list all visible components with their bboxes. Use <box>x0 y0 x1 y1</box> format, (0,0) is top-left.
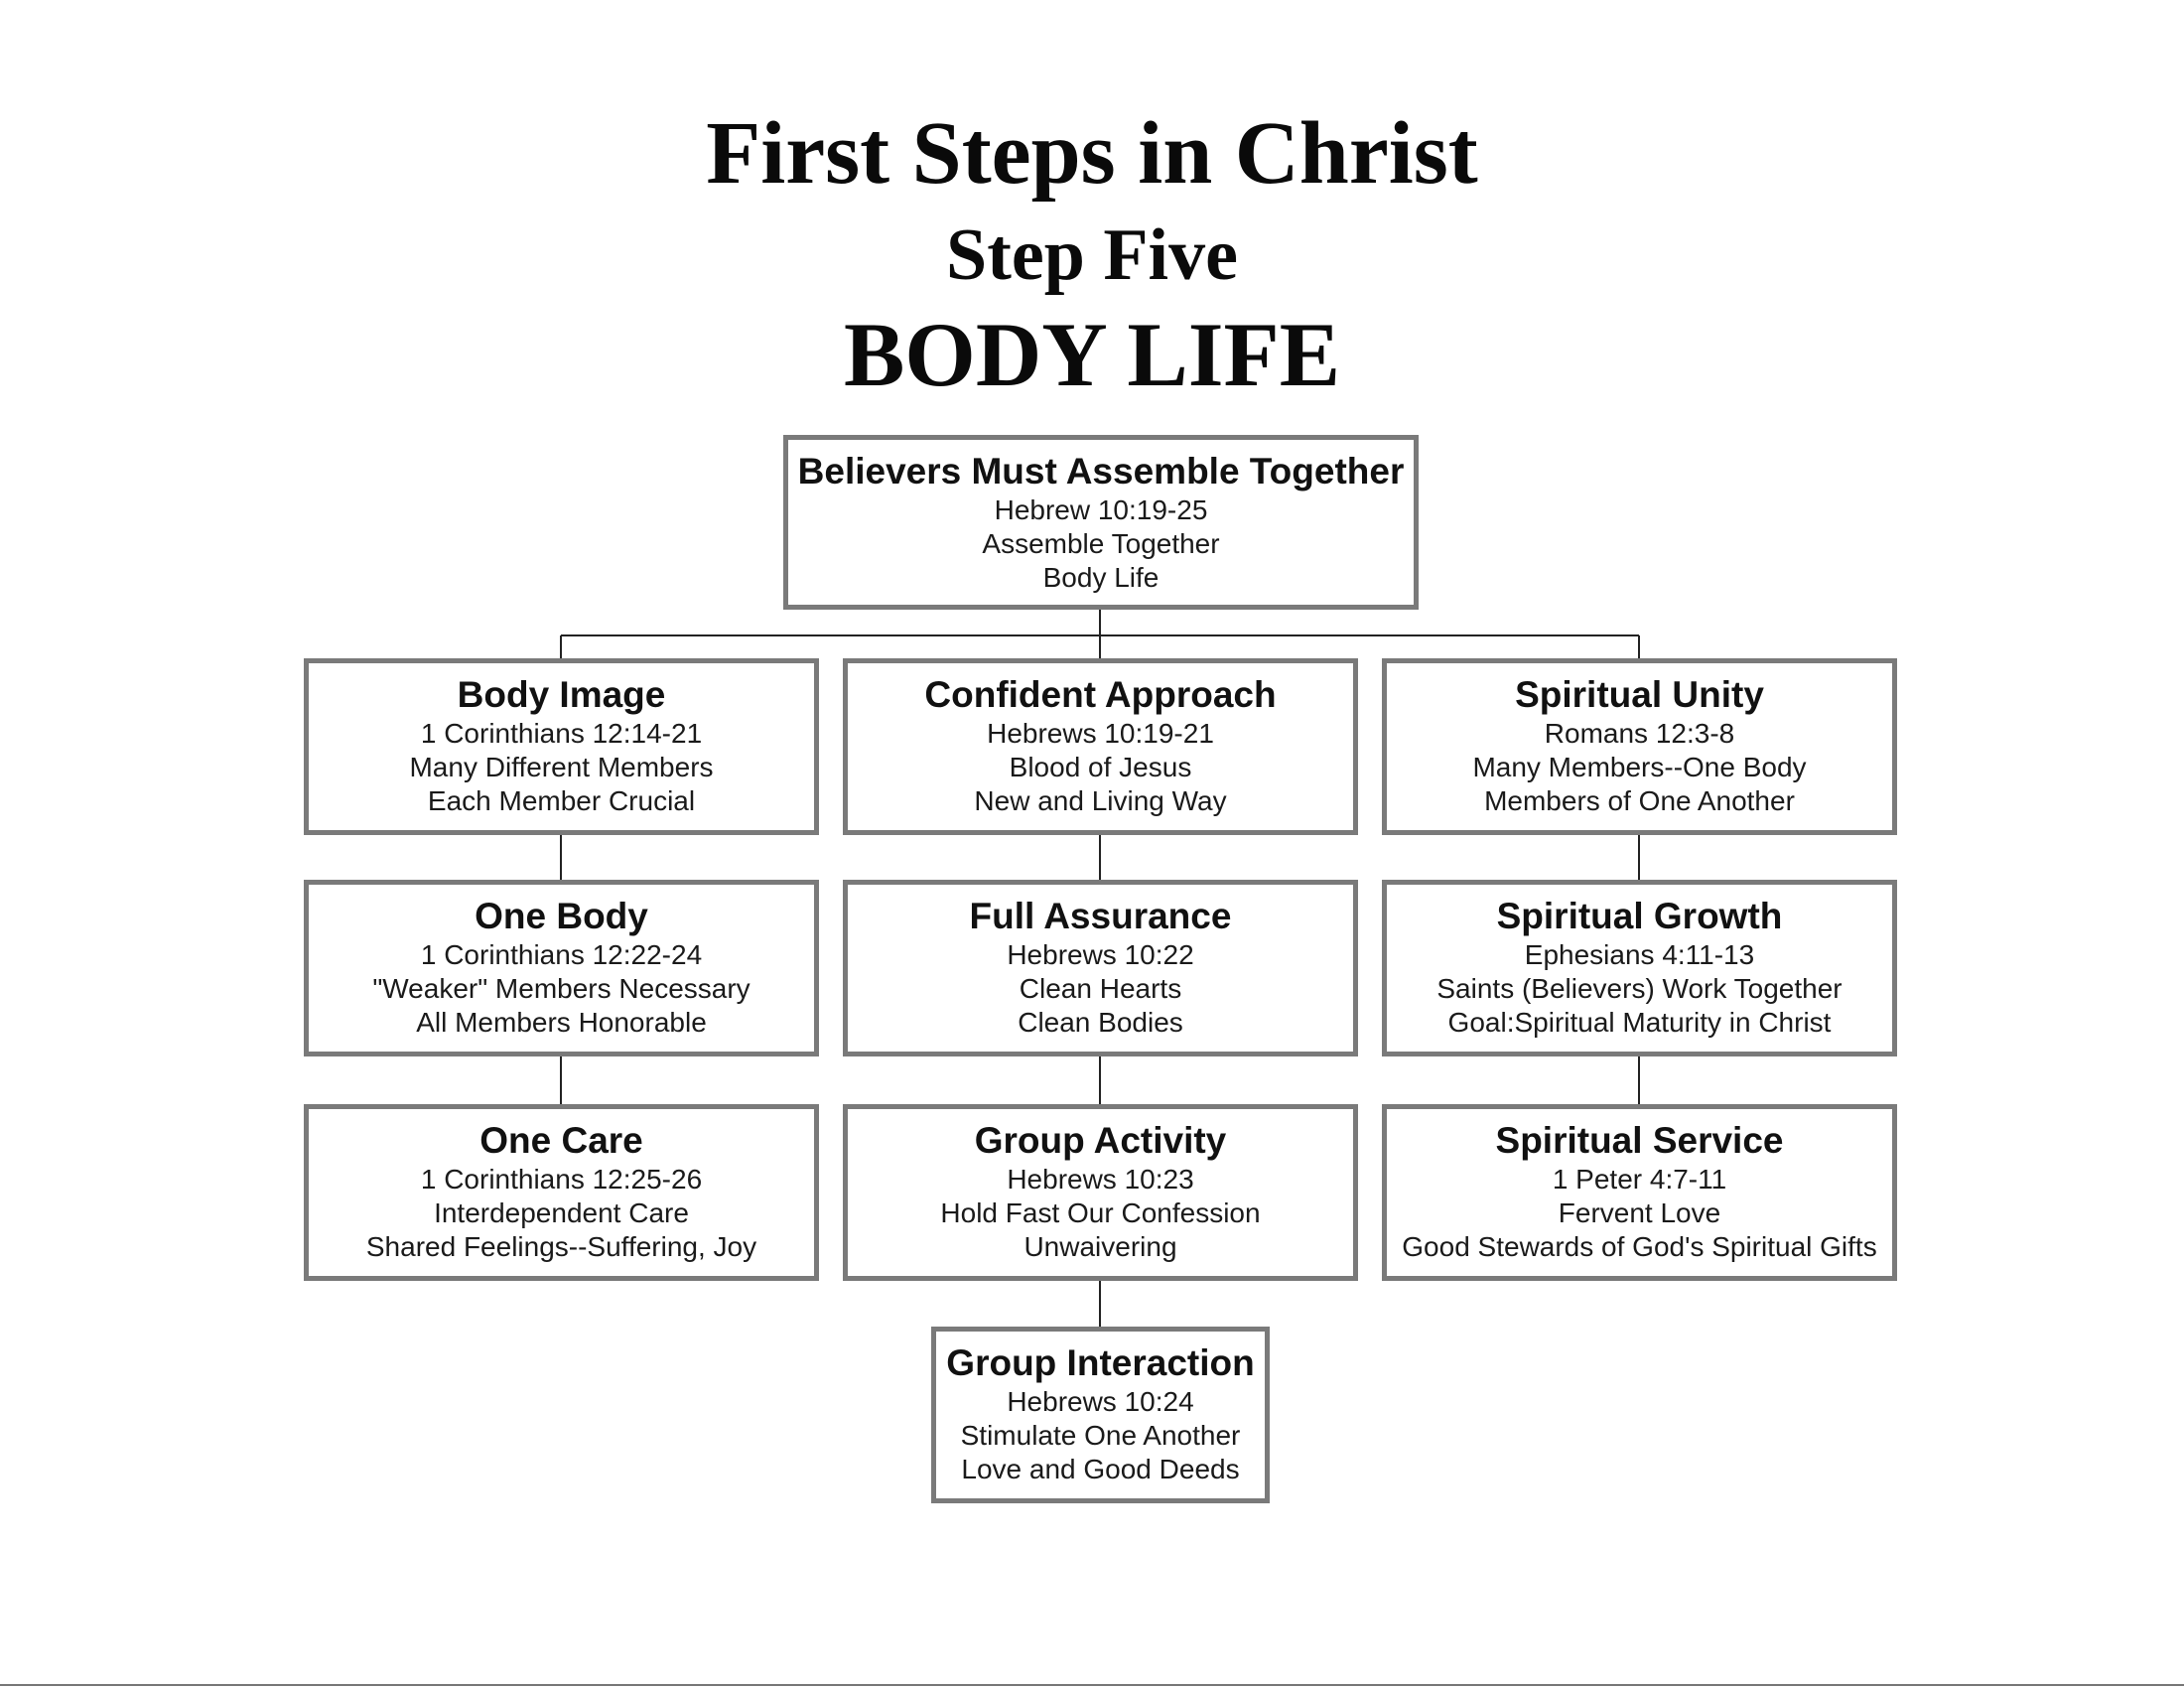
page-bottom-rule <box>0 1684 2184 1686</box>
node-point: Shared Feelings--Suffering, Joy <box>365 1231 757 1262</box>
node-point: Many Different Members <box>409 752 714 782</box>
node-point: Clean Bodies <box>1018 1007 1183 1038</box>
page-title: First Steps in Christ <box>706 104 1478 203</box>
node-point: Goal:Spiritual Maturity in Christ <box>1447 1007 1832 1038</box>
node-title: Confident Approach <box>924 674 1277 715</box>
node-reference: 1 Corinthians 12:25-26 <box>420 1164 703 1195</box>
node-title: Group Interaction <box>946 1342 1255 1383</box>
node-point: New and Living Way <box>974 785 1227 816</box>
node-body-image: Body Image 1 Corinthians 12:14-21 Many D… <box>304 658 819 835</box>
node-reference: 1 Corinthians 12:22-24 <box>420 939 703 970</box>
node-reference: 1 Corinthians 12:14-21 <box>420 718 703 749</box>
node-point: Interdependent Care <box>434 1197 689 1228</box>
node-reference: Hebrews 10:23 <box>1007 1164 1194 1195</box>
node-point: Assemble Together <box>982 528 1220 559</box>
page-subtitle: Step Five <box>946 214 1238 296</box>
node-point: Stimulate One Another <box>960 1420 1241 1451</box>
node-reference: Hebrews 10:24 <box>1007 1386 1194 1417</box>
node-spiritual-growth: Spiritual Growth Ephesians 4:11-13 Saint… <box>1382 880 1897 1056</box>
node-title: One Care <box>479 1120 643 1161</box>
node-title: Group Activity <box>974 1120 1227 1161</box>
page-topic: BODY LIFE <box>843 304 1341 405</box>
node-point: Each Member Crucial <box>427 785 696 816</box>
node-full-assurance: Full Assurance Hebrews 10:22 Clean Heart… <box>843 880 1358 1056</box>
node-reference: Romans 12:3-8 <box>1544 718 1735 749</box>
node-point: Unwaivering <box>1024 1231 1177 1262</box>
node-reference: Ephesians 4:11-13 <box>1524 939 1755 970</box>
node-group-interaction: Group Interaction Hebrews 10:24 Stimulat… <box>931 1327 1270 1503</box>
node-point: Good Stewards of God's Spiritual Gifts <box>1402 1231 1877 1262</box>
node-point: Body Life <box>1042 562 1160 593</box>
node-point: Many Members--One Body <box>1472 752 1807 782</box>
node-reference: 1 Peter 4:7-11 <box>1552 1164 1727 1195</box>
node-reference: Hebrews 10:22 <box>1007 939 1194 970</box>
node-group-activity: Group Activity Hebrews 10:23 Hold Fast O… <box>843 1104 1358 1281</box>
node-title: Spiritual Unity <box>1515 674 1764 715</box>
node-one-body: One Body 1 Corinthians 12:22-24 "Weaker"… <box>304 880 819 1056</box>
node-title: Full Assurance <box>969 896 1232 936</box>
node-point: Hold Fast Our Confession <box>940 1197 1261 1228</box>
node-point: Members of One Another <box>1484 785 1795 816</box>
node-title: Body Image <box>457 674 666 715</box>
node-believers-must-assemble-together: Believers Must Assemble Together Hebrew … <box>783 435 1419 610</box>
node-point: Saints (Believers) Work Together <box>1436 973 1843 1004</box>
node-point: Clean Hearts <box>1019 973 1182 1004</box>
node-title: Spiritual Service <box>1495 1120 1784 1161</box>
node-spiritual-unity: Spiritual Unity Romans 12:3-8 Many Membe… <box>1382 658 1897 835</box>
node-confident-approach: Confident Approach Hebrews 10:19-21 Bloo… <box>843 658 1358 835</box>
node-spiritual-service: Spiritual Service 1 Peter 4:7-11 Fervent… <box>1382 1104 1897 1281</box>
node-title: One Body <box>475 896 648 936</box>
node-point: Blood of Jesus <box>1009 752 1192 782</box>
node-point: Fervent Love <box>1558 1197 1721 1228</box>
node-one-care: One Care 1 Corinthians 12:25-26 Interdep… <box>304 1104 819 1281</box>
node-title: Believers Must Assemble Together <box>797 451 1405 492</box>
node-reference: Hebrew 10:19-25 <box>994 494 1208 525</box>
node-point: "Weaker" Members Necessary <box>372 973 751 1004</box>
node-point: Love and Good Deeds <box>961 1454 1240 1484</box>
node-reference: Hebrews 10:19-21 <box>987 718 1214 749</box>
node-title: Spiritual Growth <box>1496 896 1783 936</box>
node-point: All Members Honorable <box>416 1007 707 1038</box>
